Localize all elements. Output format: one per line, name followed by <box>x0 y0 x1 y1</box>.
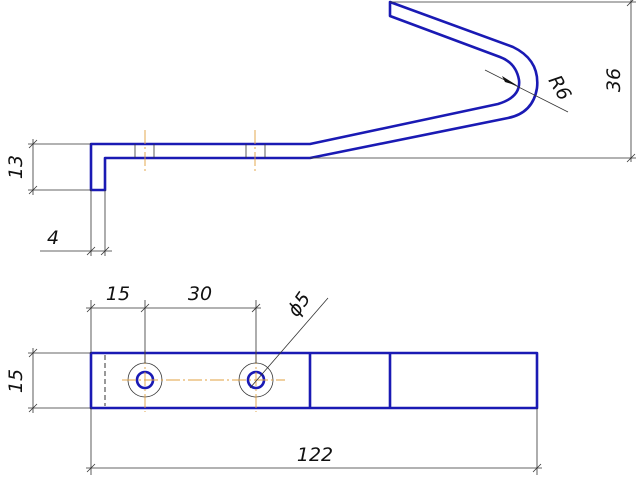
dim-text-15-edge: 15 <box>106 283 130 305</box>
dimension-flange-height: 13 <box>5 139 91 195</box>
dimension-hole-positions: 15 30 <box>86 283 261 363</box>
hole-hidden-lines <box>134 130 266 172</box>
side-view: 13 4 36 R6 <box>5 0 636 256</box>
dimension-width: 15 <box>5 348 91 413</box>
dim-text-15-width: 15 <box>5 369 27 393</box>
plan-view: 15 30 ϕ5 15 122 <box>5 283 542 475</box>
dimension-overall-height: 36 <box>310 0 636 163</box>
dimension-overall-length: 122 <box>86 408 542 475</box>
dim-text-122: 122 <box>297 444 333 466</box>
dimension-thickness: 4 <box>40 190 112 256</box>
dim-text-13: 13 <box>5 155 27 179</box>
dim-text-36: 36 <box>603 68 625 92</box>
side-view-outline <box>89 0 539 192</box>
dim-text-30: 30 <box>188 283 212 305</box>
plan-view-outline <box>89 351 539 410</box>
dim-text-phi5: ϕ5 <box>283 288 315 321</box>
dim-text-4: 4 <box>47 227 59 249</box>
dim-text-r6: R6 <box>544 72 576 105</box>
